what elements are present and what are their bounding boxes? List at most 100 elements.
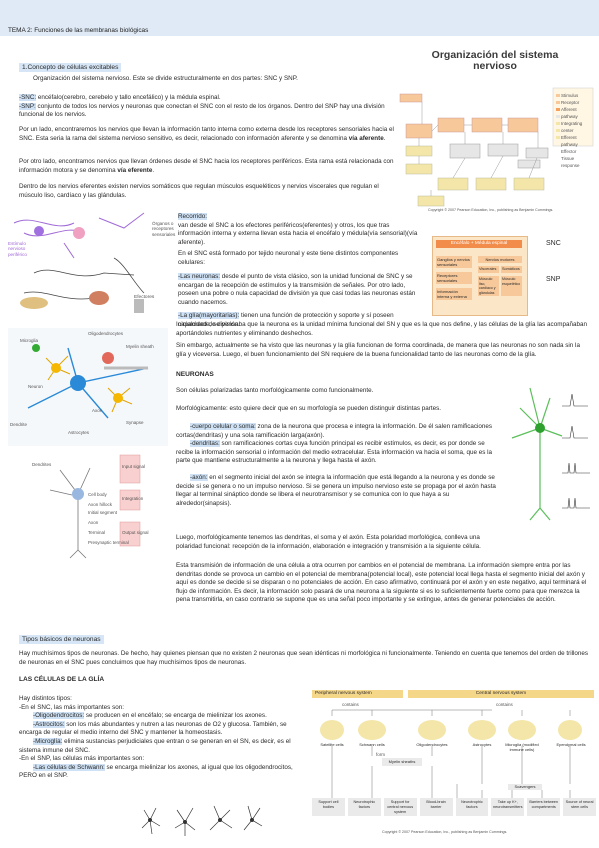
cns-cell: Oligodendrocytes: [416, 742, 448, 747]
label-organos-receptores: Órganos o receptores sensoriales: [152, 221, 176, 237]
col1-item: Receptores sensoriales: [436, 272, 472, 284]
recorrido-p2: En el SNC está formado por tejido neuron…: [178, 250, 399, 266]
label-axon-hillock: Axon hillock: [88, 502, 113, 507]
glia-heading: LAS CÉLULAS DE LA GLÍA: [19, 676, 105, 683]
glia-chart-lines: [320, 709, 582, 798]
cns-cell: Ependymal cells: [556, 742, 586, 747]
dendritas-text: son ramificaciones cortas cuya función p…: [176, 440, 493, 465]
label-microglia: Microglia: [20, 338, 39, 343]
col2-item: Somáticos: [501, 266, 522, 273]
organizacion-flowchart: [399, 87, 594, 207]
label-input-signal: Input signal: [122, 464, 146, 469]
schwann-label: -Las células de Schwann:: [33, 763, 105, 771]
glia-oligo: -Oligodendrocitos: se producen en el enc…: [19, 712, 309, 721]
oligo-label: -Oligodendrocitos:: [33, 712, 85, 720]
label-cell-body: Cell body: [88, 492, 107, 497]
micro-label: -Microglía:: [33, 737, 63, 745]
para-neurona-inicial: Inicialmente, se pensaba que la neurona …: [176, 321, 587, 337]
glia-astro: -Astrocitos: son los más abundantes y nu…: [19, 720, 309, 738]
col2-item: Músculo esquelético: [501, 276, 522, 297]
cns-cell: Astrocytes: [472, 742, 492, 747]
para-aferente: Por un lado, encontraremos los nervios q…: [19, 126, 394, 142]
cns-cell: Microglia (modified immune cells): [505, 742, 539, 752]
page-header: TEMA 2: Funciones de las membranas bioló…: [0, 0, 599, 36]
function-box: Barriers between compartments: [527, 798, 561, 817]
figure-organizacion-title: Organización del sistema nervioso: [431, 49, 559, 72]
para-axon: -axón: en el segmento inicial del axón s…: [176, 474, 498, 508]
key-item: Receptor: [561, 100, 580, 105]
recorrido-block: Recorrido: van desde el SNC a los efecto…: [178, 213, 420, 247]
dendritas-label: -dendritas:: [190, 440, 220, 447]
label-initial-segment: Initial segment: [88, 510, 118, 515]
label-estimulo-nervioso: Estímulo nervioso periférico: [8, 241, 27, 257]
section-heading-excitables: 1.Concepto de células excitables: [19, 63, 122, 72]
glia-sketches: [141, 805, 263, 836]
label-axon: Axon: [88, 520, 99, 525]
oligo-text: se producen en el encéfalo; se encarga d…: [84, 712, 267, 720]
function-box: Source of neural stem cells: [563, 798, 596, 817]
para-transmision: Esta transmisión de información de una c…: [176, 562, 587, 604]
para-somaticos: Dentro de los nervios eferentes existen …: [19, 183, 379, 199]
snp-text: conjunto de todos los nervios y neuronas…: [19, 102, 385, 119]
neuronas-label: -Las neuronas:: [178, 273, 221, 280]
para-neuronas-polarizadas: Son células polarizadas tanto morfológic…: [176, 387, 374, 394]
label-terminal: Terminal: [88, 530, 106, 535]
key-item: Integrating center: [561, 121, 583, 133]
glia-intro: Hay distintos tipos:: [19, 695, 72, 702]
key-item: Efferent pathway: [561, 135, 578, 147]
form-label: form: [376, 752, 385, 757]
figure-glia-sketches: [140, 780, 270, 842]
function-box: Neurotrophic factors: [347, 798, 381, 817]
figure-vias-ilustracion: Órganos o receptores sensoriales Estímul…: [4, 203, 175, 321]
function-box: Take up K+, neurotransmitters: [491, 798, 525, 817]
document-title: TEMA 2: Funciones de las membranas bioló…: [8, 27, 149, 34]
glia-micro: -Microglía: elimina sustancias perjudici…: [19, 737, 309, 755]
soma-text: zona de la neurona que procesa e integra…: [176, 423, 493, 439]
col2-item: Músculo liso, cardíaco y glándulas: [478, 276, 499, 297]
function-box: Blood-brain barrier: [419, 798, 453, 817]
cns-contains: contains: [496, 702, 513, 707]
label-myelin-sheath: Myelin sheath: [126, 344, 154, 349]
function-box: Neurotrophic factors: [455, 798, 489, 817]
col2-item: Nervios motores: [478, 256, 522, 263]
micro-text: elimina sustancias perjudiciales que ent…: [19, 737, 291, 754]
function-box: Support cell bodies: [312, 798, 345, 817]
para-eferente: Por otro lado, encontramos nervios que l…: [19, 158, 394, 174]
snc-col1: Ganglios y nervios sensoriales Receptore…: [436, 256, 472, 300]
label-synapse: Synapse: [126, 420, 144, 425]
para-soma: -cuerpo celular o soma: zona de la neuro…: [176, 423, 498, 440]
organizacion-key: Stimulus Receptor Afferent pathway Integ…: [561, 92, 593, 169]
astro-label: -Astrocitos:: [33, 720, 65, 728]
figure-neurona-registros: [500, 378, 596, 528]
key-item: Tissue response: [561, 156, 580, 168]
para-polaridad: Luego, morfológicamente tenemos las dend…: [176, 534, 481, 550]
snc-text: encéfalo(cerebro, cerebelo y tallo encef…: [36, 94, 221, 101]
key-item: Effector: [561, 149, 577, 154]
pns-cell: Satellite cells: [320, 742, 344, 747]
label-output-signal: Output signal: [122, 530, 149, 535]
label-dendrite: Dendrite: [10, 422, 28, 427]
astro-text: son los más abundantes y nutren a las ne…: [19, 720, 287, 737]
axon-text: en el segmento inicial del axón se integ…: [176, 474, 496, 507]
neuron-diagram: [49, 454, 141, 559]
col1-item: Información interna y externa: [436, 288, 472, 300]
cns-bar: Central nervous system: [408, 690, 594, 698]
para-tipos: Hay muchísimos tipos de neuronas. De hec…: [19, 650, 589, 666]
glia-text: tienen una función de protección y sopor…: [178, 312, 394, 328]
label-axon: Axon: [92, 408, 103, 413]
function-box: Support for central nervous system: [383, 798, 417, 817]
col2-item: Viscerales: [478, 266, 499, 273]
neuron-recording-illustration: [511, 387, 590, 521]
snc-label: -SNC:: [19, 94, 37, 101]
figure-neurona-diagrama: Dendrites Cell body Axon hillock Initial…: [30, 450, 170, 560]
glia-schwann: -Las células de Schwann: se encarga miel…: [19, 763, 309, 781]
label-astrocytes: Astrocytes: [68, 430, 90, 435]
figure-glia-chart: Peripheral nervous system Central nervou…: [312, 690, 596, 840]
tipos-heading: Tipos básicos de neuronas: [19, 635, 104, 644]
label-neuron: Neuron: [28, 384, 43, 389]
figure-celulas-glia: Microglia Oligodendrocytes Myelin sheath…: [8, 328, 168, 446]
para-neuronas-basico: -Las neuronas: desde el punto de vista c…: [178, 273, 420, 307]
glia-label: -La glía(mayoritarias):: [178, 312, 240, 319]
neuronas-text: desde el punto de vista clásico, son la …: [178, 273, 416, 306]
snp-tag: SNP: [546, 276, 561, 283]
